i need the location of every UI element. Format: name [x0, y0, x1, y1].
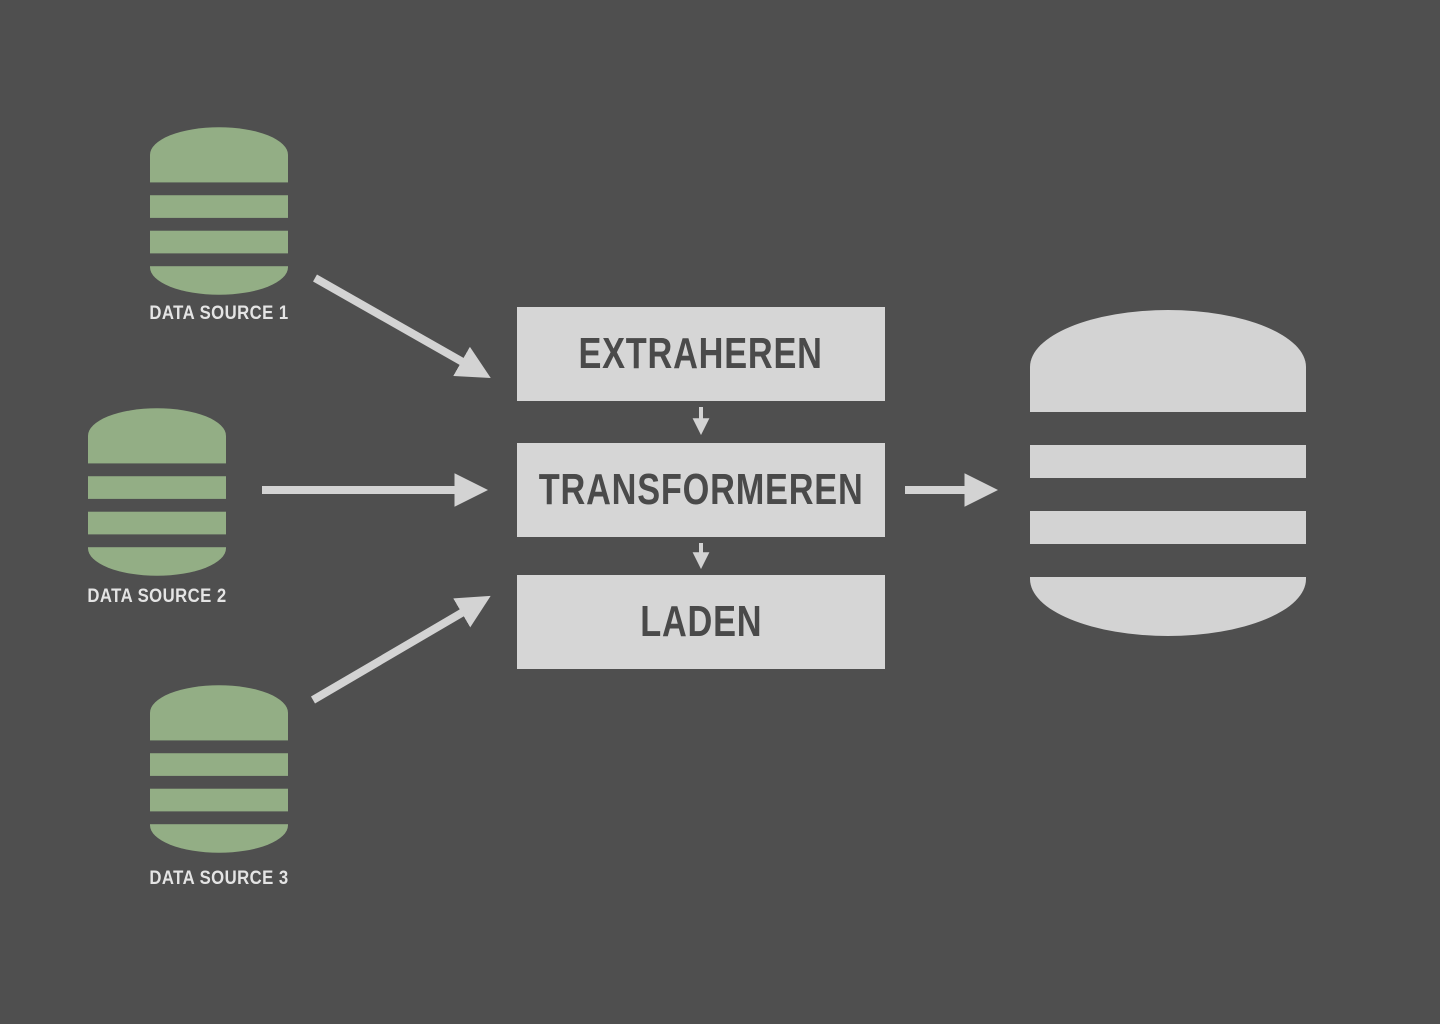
database-icon [150, 127, 288, 295]
database-icon [150, 685, 288, 853]
arrow-source1-to-extract [313, 274, 491, 378]
arrow-source3-to-load [310, 595, 491, 704]
source-label: DATA SOURCE 1 [149, 303, 289, 324]
source-label: DATA SOURCE 2 [87, 586, 227, 607]
source-label: DATA SOURCE 3 [149, 868, 289, 889]
database-icon [1030, 310, 1306, 636]
step-box-extract: EXTRAHEREN [517, 307, 885, 401]
step-label: EXTRAHEREN [578, 329, 824, 378]
database-icon [88, 408, 226, 576]
step-label: LADEN [639, 597, 763, 646]
step-box-load: LADEN [517, 575, 885, 669]
step-label: TRANSFORMEREN [538, 465, 864, 514]
step-box-transform: TRANSFORMEREN [517, 443, 885, 537]
